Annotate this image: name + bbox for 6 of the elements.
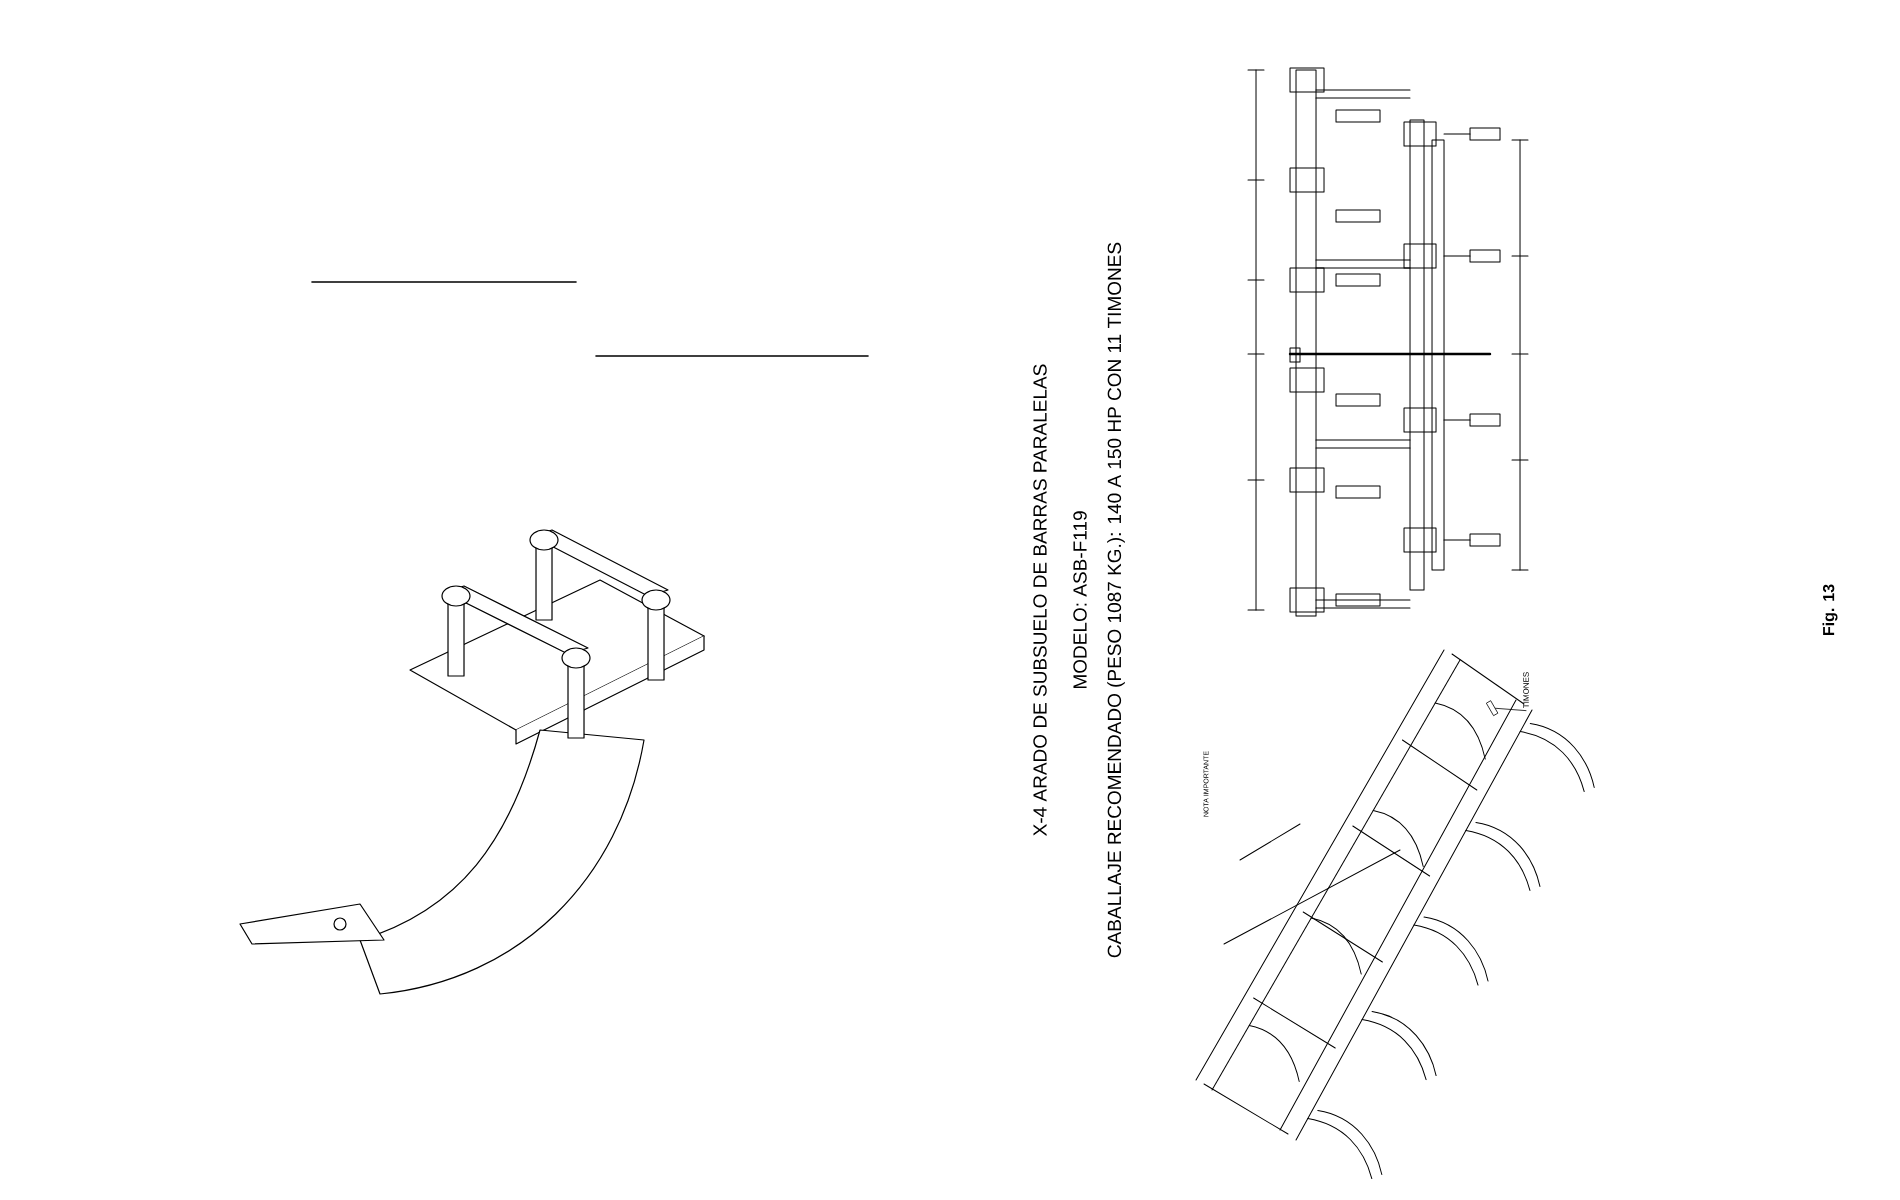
power-text: CABALLAJE RECOMENDADO (PESO 1087 KG.): 140 A 150 HP CON 11 TIMONES xyxy=(1107,242,1125,958)
figure-number: Fig. 13 xyxy=(1822,584,1838,635)
shank-tip xyxy=(1485,700,1499,716)
leader-line xyxy=(1495,707,1527,712)
title-text: X-4 ARADO DE SUBSUELO DE BARRAS PARALELAS xyxy=(1033,364,1047,836)
model-text: MODELO: ASB-F119 xyxy=(1073,511,1087,688)
